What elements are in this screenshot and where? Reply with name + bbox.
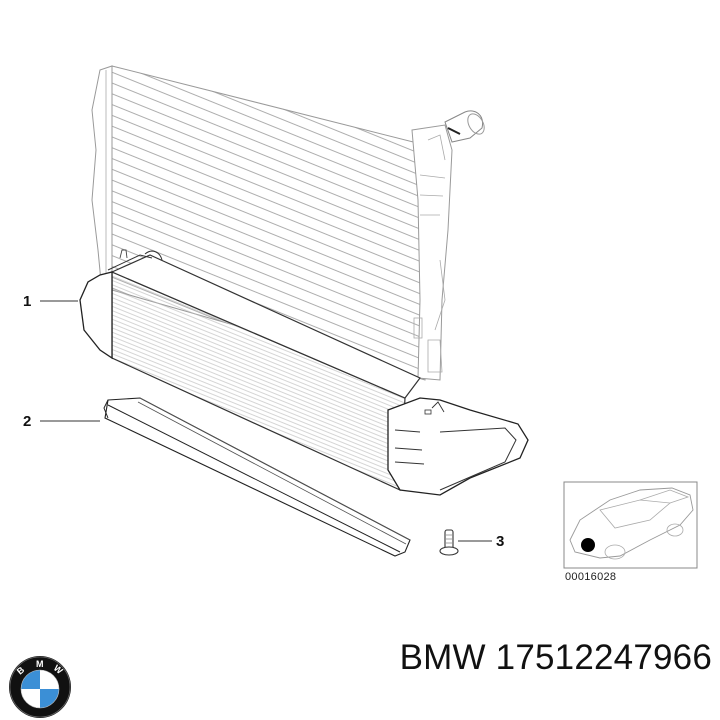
svg-text:B: B (15, 664, 27, 676)
inset-caption: 00016028 (565, 571, 617, 583)
location-marker (581, 538, 595, 552)
svg-text:M: M (36, 659, 44, 669)
bmw-logo: B M W (9, 656, 71, 718)
trim-strip (103, 397, 411, 557)
part-number-title: BMW 17512247966 (399, 638, 712, 677)
inset-vehicle-locator (563, 481, 698, 569)
callout-3: 3 (496, 533, 505, 550)
callout-1: 1 (23, 293, 32, 310)
intercooler (79, 249, 529, 496)
screw (439, 529, 459, 556)
callout-2: 2 (23, 413, 32, 430)
